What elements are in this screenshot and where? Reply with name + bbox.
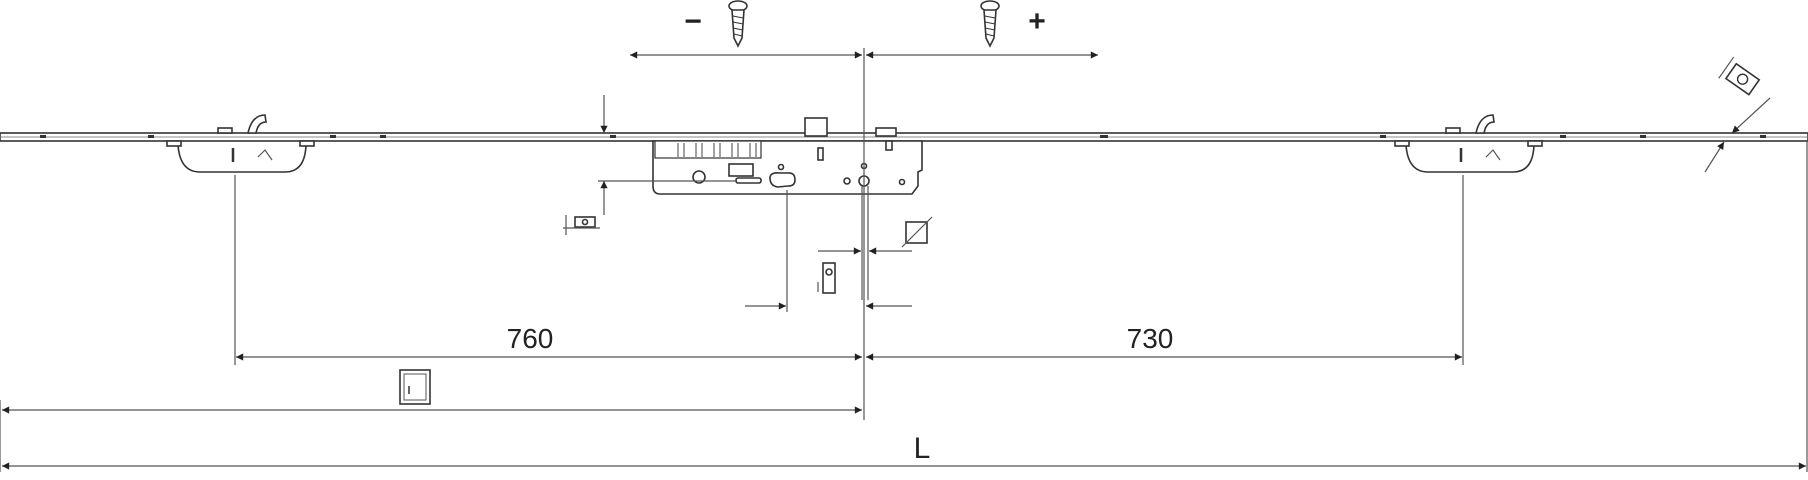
dimension-730-label: 730	[1127, 323, 1174, 354]
right-hook-lock	[1394, 114, 1543, 173]
left-hook-lock	[166, 114, 315, 173]
bar-thickness-dimension	[1704, 97, 1771, 173]
dimension-760-label: 760	[507, 323, 554, 354]
total-length-label: L	[914, 432, 931, 465]
screw-icon-left	[728, 0, 748, 48]
screw-icon-right	[980, 0, 1000, 48]
spindle-dimension	[818, 186, 912, 300]
square-spindle-icon	[901, 216, 933, 248]
lock-bar	[0, 132, 1808, 142]
plus-label: +	[1028, 5, 1046, 38]
bar-thickness-icon	[1718, 56, 1761, 96]
door-handle-icon	[399, 369, 431, 405]
backset-icon	[563, 215, 600, 235]
backset-dimension	[598, 95, 735, 215]
minus-label: −	[684, 5, 702, 38]
distance-dimension	[745, 190, 912, 312]
distance-icon	[817, 262, 836, 294]
central-gearbox	[652, 117, 923, 195]
